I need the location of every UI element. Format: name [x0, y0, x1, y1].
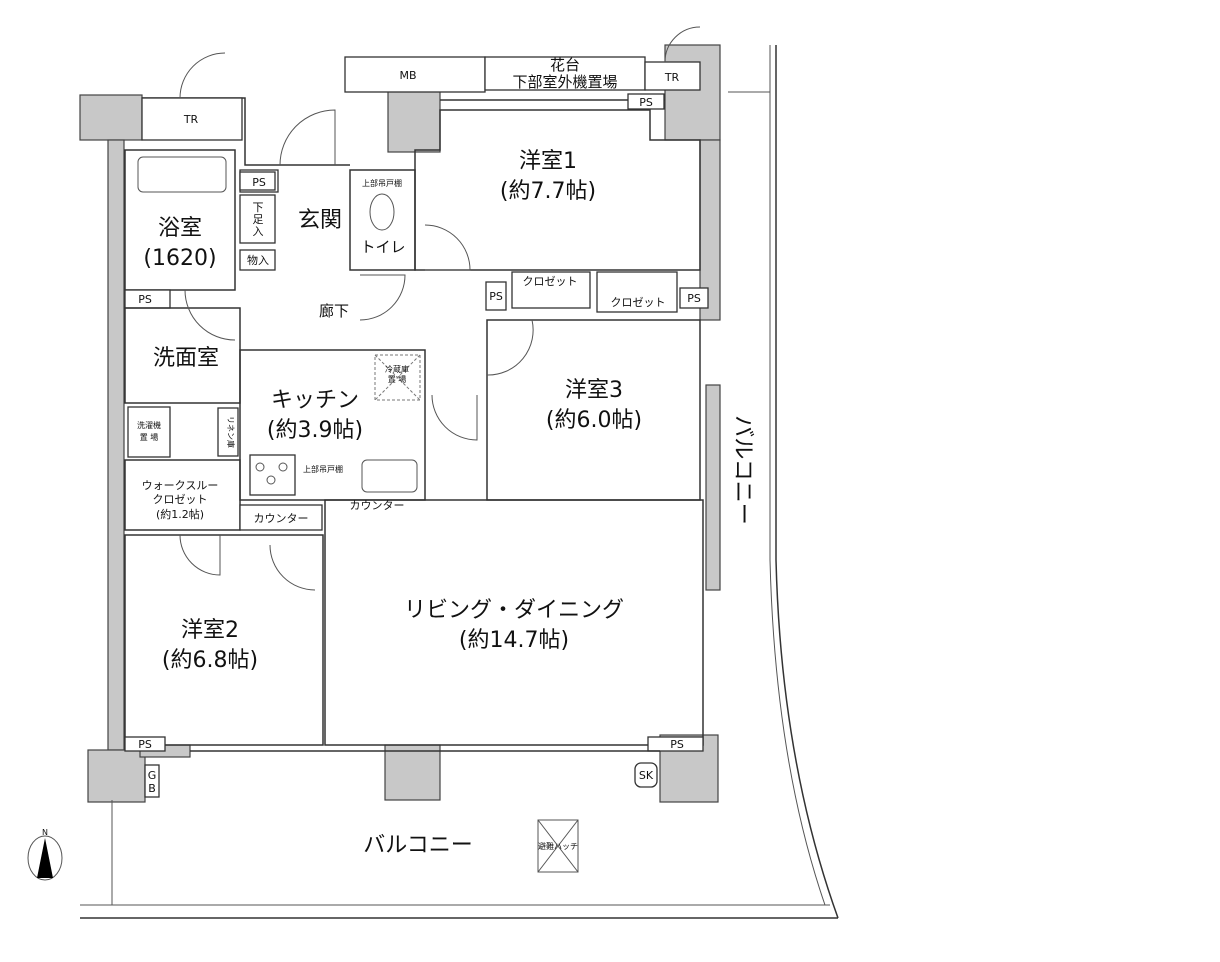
room-name-toilet: トイレ: [360, 238, 405, 256]
storage-label: 物入: [247, 253, 269, 267]
north-arrow-icon: N: [27, 828, 63, 881]
ps-label: PS: [138, 738, 152, 751]
mb-label: MB: [399, 69, 416, 82]
wic-label-2: クロゼット: [153, 493, 208, 506]
structural-walls: [79, 44, 721, 803]
stove-icon: [255, 462, 288, 485]
upper-cabinet-label: 上部吊戸棚: [303, 464, 343, 474]
room-name-western3: 洋室3: [565, 378, 623, 403]
wic-label-1: ウォークスルー: [142, 479, 219, 492]
room-name-hallway: 廊下: [319, 302, 349, 320]
ps-label: PS: [687, 292, 701, 305]
room-name-western1: 洋室1: [519, 149, 577, 174]
room-size-living: (約14.7帖): [459, 628, 569, 653]
tr-label-left: TR: [183, 113, 199, 126]
tr-label-right: TR: [664, 71, 680, 84]
room-name-entrance: 玄関: [298, 208, 342, 233]
sk-label: SK: [639, 769, 654, 782]
hatch-label: 避難ハッチ: [538, 841, 578, 851]
ps-label: PS: [138, 293, 152, 306]
upper-cabinet-label: 上部吊戸棚: [362, 178, 402, 188]
gb-label-1: G: [148, 769, 157, 782]
gb-label-2: B: [148, 782, 156, 795]
room-name-western2: 洋室2: [181, 618, 239, 643]
room-size-kitchen: (約3.9帖): [267, 418, 363, 443]
balcony-label-right: バルコニー: [730, 415, 755, 525]
closet-label: クロゼット: [611, 296, 666, 309]
fridge-label-1: 冷蔵庫: [385, 364, 409, 374]
ps-label: PS: [639, 96, 653, 109]
room-size-western2: (約6.8帖): [162, 648, 258, 673]
counter-label: カウンター: [350, 499, 405, 512]
washer-label-1: 洗濯機: [137, 420, 161, 430]
door-swings: [179, 26, 701, 591]
room-size-bath: (1620): [143, 246, 216, 271]
washer-label-2: 置 場: [140, 432, 159, 442]
shoe-cabinet-label-1: 下: [253, 201, 264, 214]
ps-label: PS: [670, 738, 684, 751]
fridge-label-2: 置 場: [388, 374, 407, 384]
linen-label: リネン庫: [226, 416, 236, 448]
shoe-cabinet-label-2: 足: [253, 213, 264, 226]
closet-label: クロゼット: [523, 275, 578, 288]
room-name-washroom: 洗面室: [153, 346, 219, 371]
north-label: N: [42, 828, 48, 837]
ps-label: PS: [252, 176, 266, 189]
room-size-western3: (約6.0帖): [546, 408, 642, 433]
ps-label: PS: [489, 290, 503, 303]
room-name-living: リビング・ダイニング: [404, 598, 624, 623]
room-size-western1: (約7.7帖): [500, 179, 596, 204]
balcony-label-bottom: バルコニー: [363, 833, 473, 858]
wic-size: (約1.2帖): [156, 507, 204, 521]
room-name-bath: 浴室: [158, 216, 202, 241]
balcony-outline: [80, 45, 839, 919]
toilet-icon: [369, 193, 395, 231]
counter-label: カウンター: [254, 512, 309, 525]
flowerbed-label: 花台: [550, 56, 580, 74]
room-name-kitchen: キッチン: [271, 388, 359, 413]
outdoor-unit-label: 下部室外機置場: [512, 73, 617, 91]
room-outlines: [124, 56, 709, 873]
shoe-cabinet-label-3: 入: [253, 225, 264, 238]
